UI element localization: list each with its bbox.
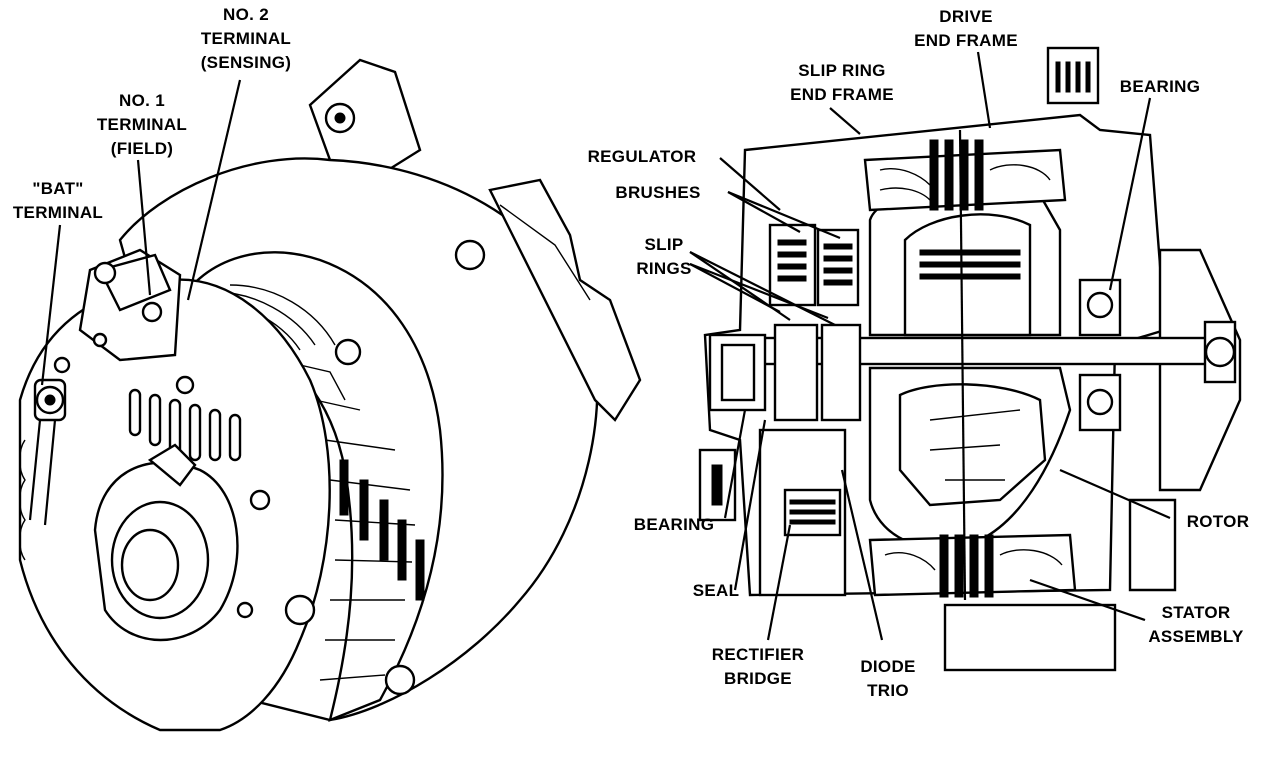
label-stator-assembly-line2: ASSEMBLY bbox=[1148, 627, 1244, 646]
label-rotor-line1: ROTOR bbox=[1187, 512, 1250, 531]
label-stator-assembly-line1: STATOR bbox=[1162, 603, 1231, 622]
label-diode-trio-line2: TRIO bbox=[867, 681, 909, 700]
label-regulator-line1: REGULATOR bbox=[588, 147, 697, 166]
label-stator-assembly: STATOR ASSEMBLY bbox=[1148, 603, 1244, 646]
label-slip-rings-line1: SLIP bbox=[645, 235, 684, 254]
label-slip-rings: SLIP RINGS bbox=[636, 235, 691, 278]
label-rectifier-bridge-line1: RECTIFIER bbox=[712, 645, 804, 664]
label-seal: SEAL bbox=[693, 581, 740, 600]
label-no1-terminal: NO. 1 TERMINAL (FIELD) bbox=[97, 91, 187, 158]
label-seal-line1: SEAL bbox=[693, 581, 740, 600]
label-bat-terminal-line2: TERMINAL bbox=[13, 203, 103, 222]
label-regulator: REGULATOR bbox=[588, 147, 697, 166]
label-bearing-top: BEARING bbox=[1120, 77, 1201, 96]
label-brushes-line1: BRUSHES bbox=[615, 183, 700, 202]
label-drive-end-frame-line1: DRIVE bbox=[939, 7, 992, 26]
label-no1-terminal-line2: TERMINAL bbox=[97, 115, 187, 134]
label-drive-end-frame: DRIVE END FRAME bbox=[914, 7, 1018, 50]
label-no2-terminal-line2: TERMINAL bbox=[201, 29, 291, 48]
label-diode-trio: DIODE TRIO bbox=[860, 657, 915, 700]
label-slip-ring-end-frame: SLIP RING END FRAME bbox=[790, 61, 894, 104]
label-no1-terminal-line1: NO. 1 bbox=[119, 91, 165, 110]
label-slip-ring-end-frame-line1: SLIP RING bbox=[798, 61, 885, 80]
label-slip-ring-end-frame-line2: END FRAME bbox=[790, 85, 894, 104]
label-no2-terminal-line1: NO. 2 bbox=[223, 5, 269, 24]
alternator-exterior-icon bbox=[18, 58, 642, 732]
label-rotor: ROTOR bbox=[1187, 512, 1250, 531]
label-rectifier-bridge: RECTIFIER BRIDGE bbox=[712, 645, 804, 688]
label-bearing-bottom: BEARING bbox=[634, 515, 715, 534]
label-brushes: BRUSHES bbox=[615, 183, 700, 202]
label-no1-terminal-line3: (FIELD) bbox=[111, 139, 174, 158]
label-drive-end-frame-line2: END FRAME bbox=[914, 31, 1018, 50]
label-slip-rings-line2: RINGS bbox=[636, 259, 691, 278]
label-no2-terminal: NO. 2 TERMINAL (SENSING) bbox=[201, 5, 292, 72]
label-no2-terminal-line3: (SENSING) bbox=[201, 53, 292, 72]
label-bat-terminal: "BAT" TERMINAL bbox=[13, 179, 103, 222]
label-bat-terminal-line1: "BAT" bbox=[32, 179, 83, 198]
label-bearing-bottom-line1: BEARING bbox=[634, 515, 715, 534]
label-bearing-top-line1: BEARING bbox=[1120, 77, 1201, 96]
label-rectifier-bridge-line2: BRIDGE bbox=[724, 669, 792, 688]
alternator-cutaway-icon bbox=[689, 46, 1242, 672]
label-diode-trio-line1: DIODE bbox=[860, 657, 915, 676]
